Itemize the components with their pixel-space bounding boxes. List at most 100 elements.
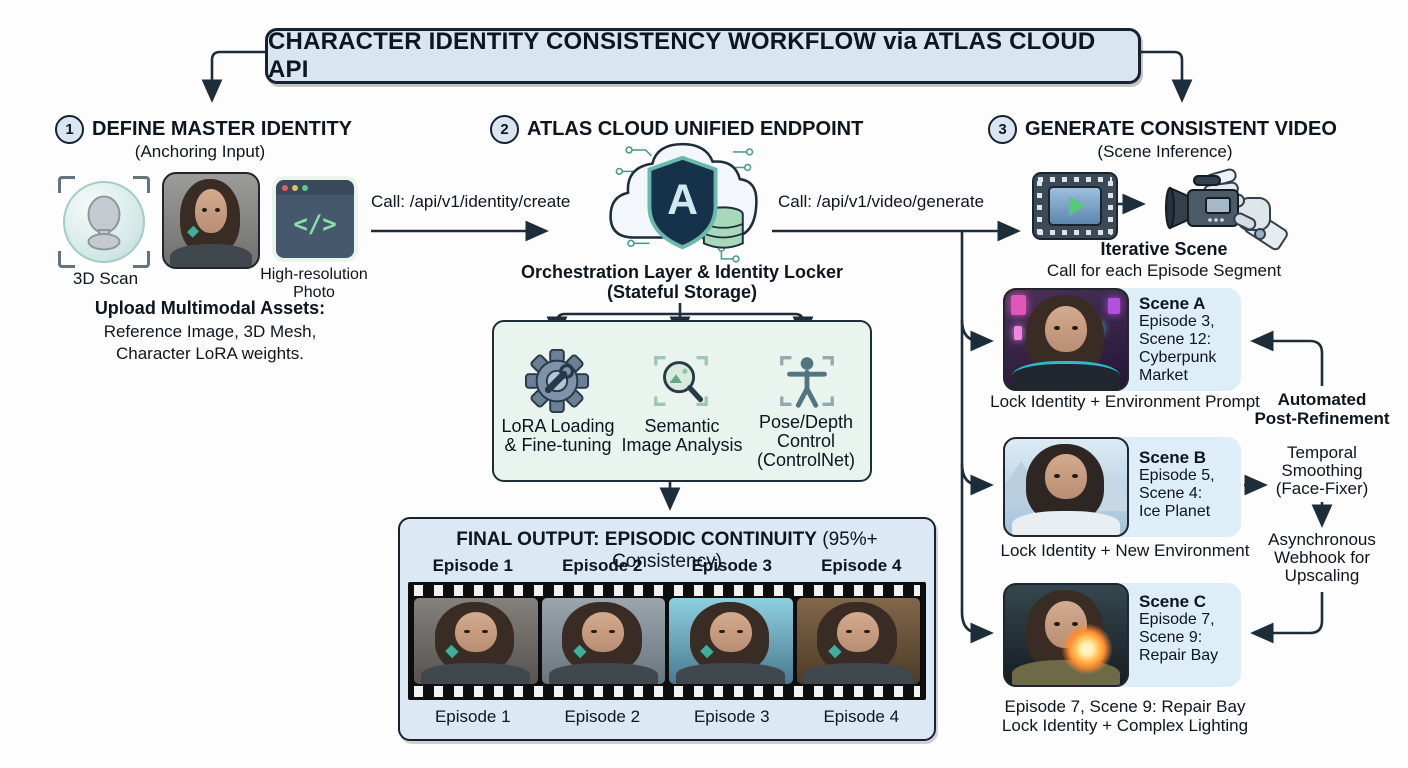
module-pose-line2: Control [776, 431, 836, 451]
post-refinement-line2: Post-Refinement [1254, 409, 1390, 428]
scene-c-text: Scene C Episode 7, Scene 9: Repair Bay [1139, 593, 1218, 665]
neon-sign [1108, 298, 1120, 314]
upload-assets-text: Upload Multimodal Assets: Reference Imag… [55, 298, 365, 364]
module-lora-line2: & Fine-tuning [504, 435, 612, 455]
film-sprockets-bottom [414, 686, 920, 697]
episode-caption-4: Episode 4 [823, 707, 900, 726]
episode-caption-1: Episode 1 [434, 707, 511, 726]
webhook-line1: Asynchronous [1268, 530, 1376, 549]
code-glyph: </> [293, 210, 337, 238]
neon-sign [1011, 295, 1026, 315]
step1-subtitle: (Anchoring Input) [134, 142, 266, 161]
cyberpunk-market-scene-image [1003, 288, 1129, 391]
atlas-cloud-shield-database-icon: A [609, 142, 758, 263]
final-output-heading-bold: FINAL OUTPUT: EPISODIC CONTINUITY [456, 529, 817, 550]
video-sprockets-top [1038, 177, 1112, 182]
webhook-line3: Upscaling [1284, 566, 1360, 585]
portrait-figure [164, 174, 258, 267]
module-semantic-label: Semantic Image Analysis [620, 417, 744, 455]
title-text: CHARACTER IDENTITY CONSISTENCY WORKFLOW … [268, 28, 1096, 83]
code-window-icon: </> [272, 176, 358, 262]
video-frame-play-icon [1032, 172, 1118, 240]
post-refinement-line1: Automated [1277, 390, 1367, 409]
scene-b-line2: Scene 4: [1139, 485, 1203, 502]
svg-text:A: A [667, 176, 698, 224]
scene-c-line3: Repair Bay [1139, 647, 1219, 664]
scene-c-caption-line1: Episode 7, Scene 9: Repair Bay [1004, 697, 1246, 716]
repair-bay-scene-image [1003, 583, 1129, 687]
episode-caption-row: Episode 1 Episode 2 Episode 3 Episode 4 [408, 707, 926, 727]
module-lora-label: LoRA Loading & Fine-tuning [498, 417, 618, 455]
iterative-scene-bold: Iterative Scene [1100, 239, 1228, 259]
call-video-label: Call: /api/v1/video/generate [778, 192, 985, 211]
scene-a-caption: Lock Identity + Environment Prompt [990, 392, 1260, 411]
module-lora-line1: LoRA Loading [501, 416, 615, 436]
window-dot-green [302, 184, 308, 191]
neon-sign [1014, 326, 1022, 340]
episode-header-1: Episode 1 [432, 556, 513, 575]
pose-control-icon [780, 356, 834, 408]
3d-scan-icon [58, 176, 150, 268]
step1-header: 1 DEFINE MASTER IDENTITY [55, 115, 352, 144]
film-strip [408, 582, 926, 700]
scene-b-line3: Ice Planet [1139, 503, 1211, 520]
episode-caption-3: Episode 3 [693, 707, 770, 726]
film-sprockets-top [414, 585, 920, 596]
welding-spark [1061, 623, 1113, 675]
module-semantic-line2: Image Analysis [621, 435, 743, 455]
photo-label-line1: High-resolution [260, 266, 368, 283]
scene-b-name: Scene B [1139, 448, 1207, 467]
video-sprockets-right [1108, 178, 1113, 234]
iterative-scene-text: Iterative Scene Call for each Episode Se… [1018, 239, 1310, 281]
orchestration-label: Orchestration Layer & Identity Locker (S… [482, 262, 882, 302]
video-screen [1048, 186, 1102, 226]
scene-a-card: Scene A Episode 3, Scene 12: Cyberpunk M… [1003, 288, 1241, 391]
scene-b-card: Scene B Episode 5, Scene 4: Ice Planet [1003, 437, 1241, 537]
video-sprockets-left [1037, 178, 1042, 234]
orchestration-line2: (Stateful Storage) [606, 282, 757, 302]
gear-finetune-icon [524, 348, 590, 414]
scene-b-text: Scene B Episode 5, Scene 4: Ice Planet [1139, 449, 1215, 521]
step1-number-badge: 1 [55, 115, 84, 144]
scene-b-caption: Lock Identity + New Environment [1000, 541, 1250, 560]
scene-a-line1: Episode 3, [1139, 313, 1215, 330]
code-window: </> [276, 180, 354, 258]
scan-head-graphic [87, 195, 121, 251]
scene-c-caption-line2: Lock Identity + Complex Lighting [1001, 716, 1249, 735]
step1-title: DEFINE MASTER IDENTITY [92, 118, 353, 140]
scene-c-line2: Scene 9: [1139, 629, 1203, 646]
scene-c-caption: Episode 7, Scene 9: Repair Bay Lock Iden… [965, 697, 1285, 735]
step3-number-badge: 3 [988, 115, 1017, 144]
film-frame-episode-3 [669, 598, 793, 684]
episode-caption-2: Episode 2 [564, 707, 641, 726]
step3-header: 3 GENERATE CONSISTENT VIDEO [988, 115, 1337, 144]
smoothing-line1: Temporal [1287, 443, 1357, 462]
scan-bracket [58, 251, 75, 268]
film-frame-episode-2 [541, 598, 665, 684]
scene-a-line2: Scene 12: [1139, 331, 1212, 348]
webhook-line2: Webhook for [1273, 548, 1371, 567]
scene-c-card: Scene C Episode 7, Scene 9: Repair Bay [1003, 583, 1241, 687]
photo-label: High-resolution Photo [255, 266, 373, 302]
episode-header-3: Episode 3 [691, 556, 772, 575]
module-pose-line3: (ControlNet) [756, 450, 856, 470]
post-refinement-label: Automated Post-Refinement [1240, 390, 1404, 428]
step3-title: GENERATE CONSISTENT VIDEO [1025, 118, 1337, 140]
scene-a-line3: Cyberpunk [1139, 349, 1217, 366]
episode-header-2: Episode 2 [562, 556, 643, 575]
scene-c-name: Scene C [1139, 592, 1207, 611]
final-output-heading: FINAL OUTPUT: EPISODIC CONTINUITY (95%+ … [400, 529, 934, 573]
scene-b-line1: Episode 5, [1139, 467, 1215, 484]
scan-bracket [133, 251, 150, 268]
scene-a-text: Scene A Episode 3, Scene 12: Cyberpunk M… [1139, 295, 1216, 385]
step3-subtitle: (Scene Inference) [1097, 142, 1233, 161]
smoothing-line3: (Face-Fixer) [1275, 479, 1369, 498]
scan-bracket [58, 176, 75, 193]
final-output-heading-normal: (95%+ Consistency) [612, 529, 878, 572]
window-dot-red [282, 184, 288, 191]
step2-number-badge: 2 [490, 115, 519, 144]
module-pose-line1: Pose/Depth [758, 412, 854, 432]
module-pose-label: Pose/Depth Control (ControlNet) [746, 413, 866, 470]
upload-heading: Upload Multimodal Assets: [94, 298, 326, 318]
